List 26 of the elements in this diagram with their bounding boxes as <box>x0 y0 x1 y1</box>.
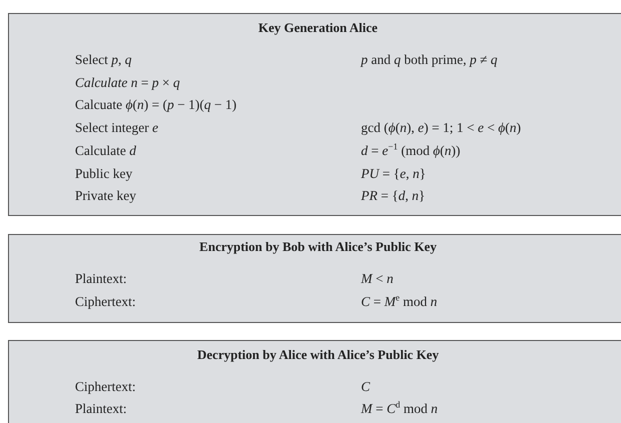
panel <box>8 234 621 323</box>
formula-text: p and q both prime, p ≠ q <box>361 52 498 68</box>
step-label: Select integer e <box>75 120 158 136</box>
formula-text: M < n <box>361 271 394 287</box>
step-label: Calculate d <box>75 142 136 159</box>
formula-text: gcd (ϕ(n), e) = 1; 1 < e < ϕ(n) <box>361 120 521 136</box>
panel-heading: Key Generation Alice <box>258 20 378 36</box>
step-label: Private key <box>75 188 136 204</box>
formula-text: C = M$^{e}$ mod n <box>361 294 438 310</box>
formula-text: C <box>361 379 370 395</box>
step-label: Ciphertext: <box>75 379 136 395</box>
step-label: Calculate n = p × q <box>75 74 180 91</box>
formula-text: M = C$^{d}$ mod n <box>361 401 438 417</box>
step-label: Calcuate ϕ(n) = (p − 1)(q − 1) <box>75 97 236 114</box>
step-label: Select p, q <box>75 52 132 68</box>
step-label: Public key <box>75 166 132 182</box>
step-label: Plaintext: <box>75 271 127 287</box>
step-label: Plaintext: <box>75 401 127 417</box>
panel <box>8 340 621 423</box>
formula-text: PR = {d, n} <box>361 188 426 204</box>
formula-text: PU = {e, n} <box>361 166 426 182</box>
step-label: Ciphertext: <box>75 294 136 310</box>
panel <box>8 13 621 216</box>
formula-text: d = e$^{−1}$ (mod ϕ(n)) <box>361 142 460 159</box>
panel-heading: Decryption by Alice with Alice’s Public Key <box>197 347 439 363</box>
panel-heading: Encryption by Bob with Alice’s Public Key <box>199 239 437 255</box>
